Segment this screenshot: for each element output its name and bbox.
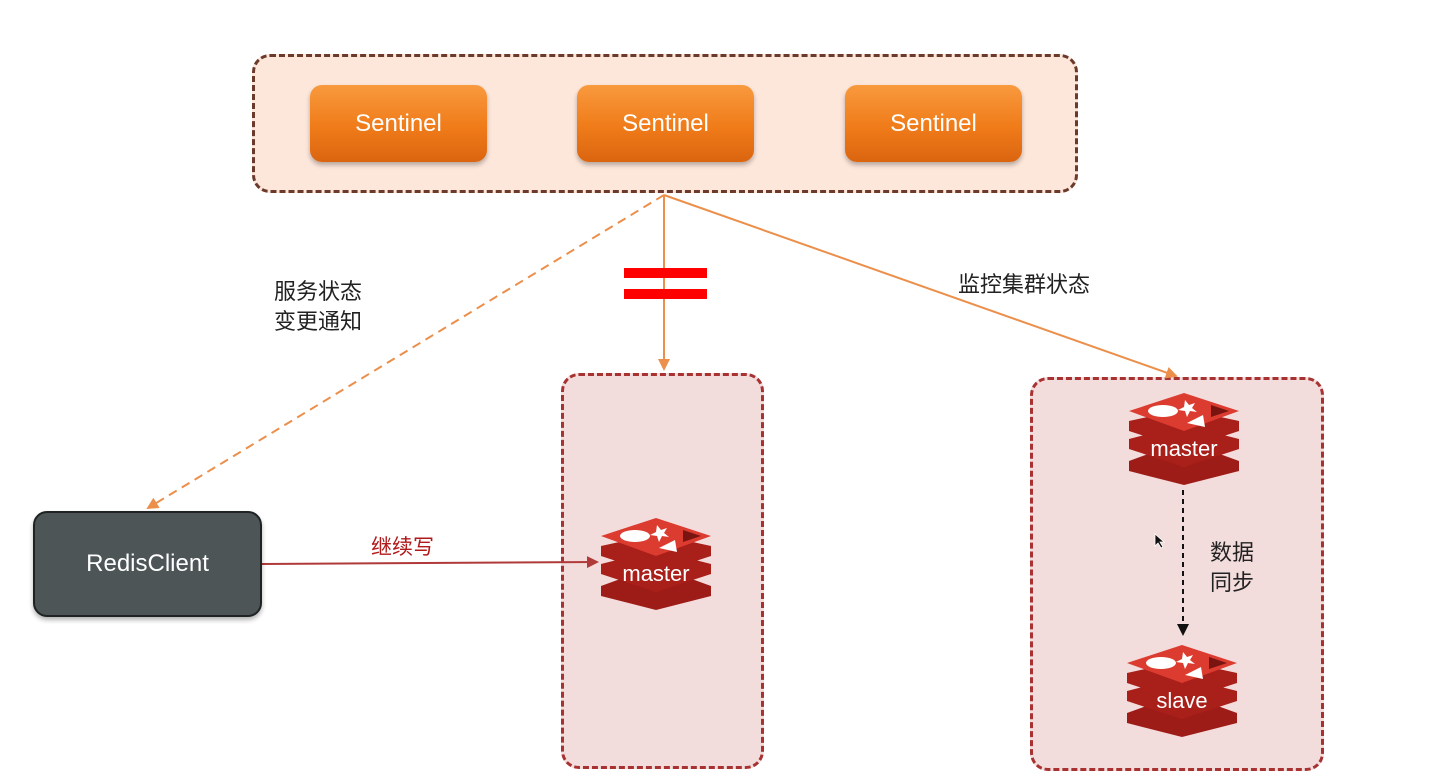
write-arrow [261,556,599,569]
mouse-cursor-icon [1154,533,1166,549]
notify-edge-label: 服务状态 变更通知 [274,278,362,338]
redis-client-node: RedisClient [33,511,262,617]
sync-label-line-2: 同步 [1210,571,1255,596]
sync-edge-label: 数据 同步 [1210,539,1254,599]
redis-icon [1129,393,1239,485]
sentinel-label: Sentinel [622,109,709,137]
equal-sign-icon [624,268,707,299]
write-edge-label: 继续写 [371,535,434,559]
node-label: slave [1156,688,1208,713]
sentinel-node-3: Sentinel [845,85,1022,162]
cluster-master-node: master [1127,389,1241,485]
node-label: master [1150,436,1218,461]
monitor-arrow [663,194,1178,379]
notify-label-line-1: 服务状态 [274,280,363,305]
sentinel-node-1: Sentinel [310,85,487,162]
redis-icon [1127,645,1237,737]
notify-arrow [146,194,665,510]
sentinel-label: Sentinel [890,109,977,137]
redis-client-label: RedisClient [86,550,209,577]
sentinel-label: Sentinel [355,109,442,137]
sync-label-line-1: 数据 [1210,541,1255,566]
notify-label-line-2: 变更通知 [274,310,363,335]
promoted-master-node: master [599,514,713,610]
redis-icon [601,518,711,610]
sentinel-node-2: Sentinel [577,85,754,162]
monitor-edge-label: 监控集群状态 [958,273,1091,298]
node-label: master [622,561,690,586]
cluster-slave-node: slave [1125,641,1239,737]
